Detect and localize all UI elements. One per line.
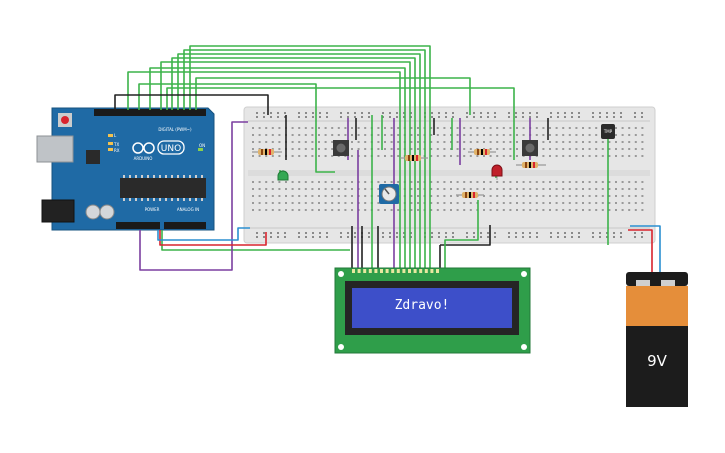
resistor — [252, 149, 282, 155]
digital-header — [94, 109, 206, 116]
wire-red — [159, 230, 267, 246]
wire-purple — [139, 121, 248, 271]
led-red — [491, 164, 503, 180]
wire-green — [177, 53, 421, 268]
led-green — [277, 170, 289, 181]
pushbutton[interactable] — [333, 140, 349, 156]
power-label: POWER — [145, 207, 160, 212]
chip-pins — [123, 175, 203, 201]
wire-green — [161, 230, 350, 251]
tx-led-label: TX — [113, 142, 119, 147]
pushbutton[interactable] — [522, 140, 538, 156]
arduino-uno-board: UNO ARDUINO DIGITAL (PWM~) POWER ANALOG … — [36, 107, 215, 231]
battery-9v: 9V — [626, 272, 688, 407]
wire-green — [183, 49, 426, 268]
board-brand: UNO — [161, 144, 181, 154]
capacitor — [85, 204, 101, 220]
wire-green — [189, 45, 431, 268]
on-led-label: ON — [199, 143, 205, 148]
wire-blue-battery — [630, 225, 661, 275]
rx-led-label: RX — [114, 148, 120, 153]
wire-black — [440, 225, 491, 246]
digital-label: DIGITAL (PWM~) — [158, 127, 192, 132]
wire-green — [138, 83, 335, 173]
wires — [114, 45, 661, 275]
wire-blue — [157, 227, 250, 241]
wire-green — [127, 71, 401, 268]
wire-green — [149, 67, 406, 268]
resistor — [468, 149, 496, 155]
wire-green — [195, 77, 471, 115]
wire-green — [444, 200, 479, 268]
lcd-pin-header — [352, 269, 439, 273]
analog-header — [164, 222, 206, 229]
lcd-screen — [352, 288, 512, 328]
board-maker: ARDUINO — [134, 156, 153, 161]
atmega-chip — [120, 178, 206, 198]
arduino-logo — [132, 142, 155, 154]
temperature-sensor: TMP — [601, 124, 615, 139]
battery-label: 9V — [647, 352, 668, 370]
analog-label: ANALOG IN — [177, 207, 199, 212]
capacitor — [99, 204, 115, 220]
l-led-label: L — [114, 133, 117, 138]
wire-red-battery — [628, 229, 653, 275]
usb-port — [36, 135, 74, 163]
wire-black — [114, 94, 269, 115]
potentiometer[interactable] — [379, 184, 399, 204]
wire-green — [160, 61, 411, 268]
power-header — [116, 222, 160, 229]
resistor — [400, 155, 428, 161]
breadboard — [243, 106, 656, 244]
power-jack — [41, 199, 75, 223]
sensor-label: TMP — [603, 129, 613, 134]
resistor — [516, 162, 546, 168]
resistor — [456, 192, 484, 198]
lcd-display-text: Zdravo! — [395, 298, 450, 313]
wire-green — [166, 87, 515, 160]
lcd-16x2: Zdravo! — [334, 267, 531, 354]
